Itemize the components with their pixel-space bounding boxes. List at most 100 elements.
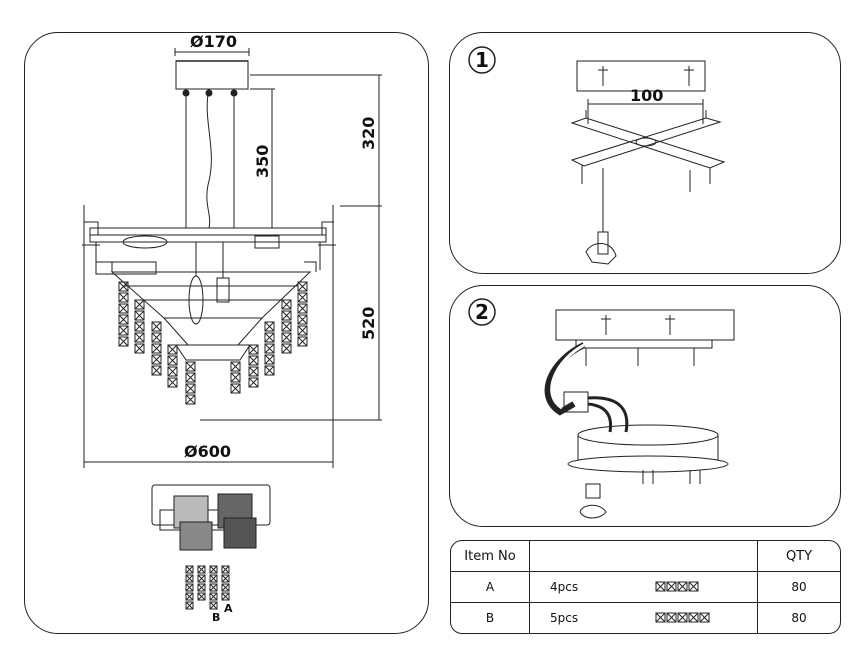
header-qty: QTY [757,541,840,572]
crystal-bead [688,581,699,592]
crystal-bead [230,383,241,394]
crystal-bead [197,574,206,583]
crystal-bead [209,565,218,574]
crystal-bead [248,355,259,366]
anchor-icon [601,315,675,335]
crystal-bead [281,310,292,321]
crystal-bead [185,574,194,583]
crystal-bead [264,365,275,376]
crystal-bead [221,574,230,583]
crystal-bead [297,303,308,314]
canopy-diameter-label: Ø170 [190,32,237,51]
crystal-bead [221,583,230,592]
hand-icon [585,243,617,265]
crystal-bead [297,292,308,303]
hang-height-label: 320 [359,117,378,150]
crystal-bead [264,354,275,365]
crystal-bead [167,355,178,366]
crystal-bead [118,303,129,314]
row-qty: 80 [757,570,840,604]
crystal-bead [655,612,666,623]
crystal-bead [248,366,259,377]
crystal-bead [221,592,230,601]
crystal-bead [248,377,259,388]
header-item-no: Item No [451,541,530,572]
crystal-bead [297,281,308,292]
detail-drops [185,565,230,610]
crystal-bead [185,361,196,372]
crystal-bead [134,343,145,354]
row-item: A [451,570,530,604]
parts-table: Item No QTY A 4pcs 80 B 5pcs 80 [450,540,841,634]
row-item: B [451,602,530,633]
crystal-bead [297,314,308,325]
crystal-bead [118,292,129,303]
crystal-bead [297,336,308,347]
row-qty: 80 [757,602,840,633]
row-count: 5pcs [550,611,579,626]
bracket-spacing-label: 100 [630,86,663,105]
crystal-bead [230,372,241,383]
power-cord [206,88,212,229]
crystal-bead [281,332,292,343]
crystal-bead [209,583,218,592]
crystal-strand-b-icon [655,612,710,623]
bulb [254,235,280,249]
body-diameter-label: Ø600 [184,442,231,461]
crystal-bead [197,583,206,592]
crystal-bead [699,612,710,623]
terminal-block [563,391,589,413]
step-1-number: 1 [475,48,489,72]
crystal-bead [118,314,129,325]
row-description: 5pcs [529,602,758,633]
crystal-bead [151,332,162,343]
table-row: A 4pcs 80 [451,570,840,604]
rotate-arrow-icon [579,504,607,519]
step-1-badge [468,46,496,74]
crystal-bead [134,321,145,332]
row-description: 4pcs [529,570,758,604]
crystal-bead [655,581,666,592]
crystal-bead [118,281,129,292]
crystal-bead [281,343,292,354]
crystal-bead [297,325,308,336]
crystal-bead [185,565,194,574]
crystal-bead [167,344,178,355]
label-b: B [212,611,220,624]
crystal-bead [134,310,145,321]
step-2-number: 2 [475,300,489,324]
crystal-strand-a-icon [655,581,699,592]
crystal-bead [118,325,129,336]
crystal-bead [281,299,292,310]
crystal-bead [688,612,699,623]
crystal-bead [185,583,194,592]
row-count: 4pcs [550,580,579,595]
crystal-bead [118,336,129,347]
step-2-badge [468,298,496,326]
crystal-bead [677,612,688,623]
bulb [122,235,168,249]
crystal-bead [221,565,230,574]
crystal-bead [209,601,218,610]
crystal-bead [151,343,162,354]
crystal-bead [281,321,292,332]
header-description [529,541,758,572]
crystal-bead [185,394,196,405]
crystal-bead [666,581,677,592]
crystal-detail [151,484,271,551]
label-a: A [224,602,233,615]
cross-bracket [570,117,726,169]
crystal-bead [185,601,194,610]
ceiling-plate [555,309,735,341]
crystal-strands [118,281,308,405]
crystal-bead [167,366,178,377]
crystal-bead [134,332,145,343]
anchor-icon [598,66,694,86]
step-1-panel [449,32,841,274]
fastener-nut [585,483,601,499]
crystal-bead [185,592,194,601]
crystal-bead [151,365,162,376]
